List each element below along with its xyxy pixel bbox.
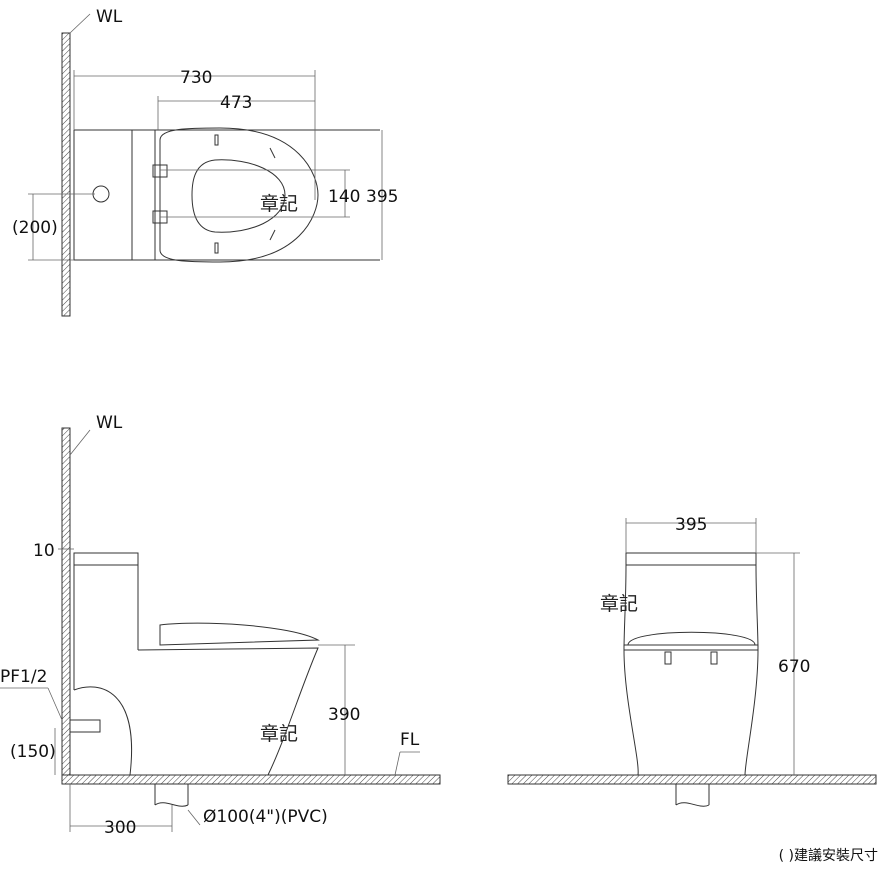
seat-outline-top	[159, 127, 319, 263]
seat-outline-front	[623, 631, 759, 651]
front-view: 395 670 章記	[507, 515, 877, 807]
tank-outline-front	[625, 552, 757, 566]
seat-opening-top	[191, 159, 286, 233]
wall-side-view	[61, 427, 71, 784]
drain-pipe-front	[675, 784, 710, 807]
drain-pipe-side	[154, 784, 189, 807]
bowl-outline-side	[73, 647, 319, 776]
tank-outline-side	[73, 552, 139, 690]
dim-inlet-height: (150)	[10, 742, 56, 762]
floor-line-label: FL	[400, 730, 420, 750]
dim-inlet-offset: (200)	[12, 218, 58, 238]
hinge-upper	[152, 164, 168, 178]
mark-top: 章記	[260, 193, 298, 215]
wall-line-label-top: WL	[96, 7, 123, 27]
dim-seat-height: 390	[328, 705, 360, 725]
wall-top-view	[61, 32, 71, 317]
water-inlet-top	[92, 185, 110, 203]
bowl-outline-front	[623, 564, 759, 776]
dim-rough-in: 300	[104, 818, 136, 838]
side-view: WL 10 PF1/2 (150) 390 FL 300	[0, 413, 441, 838]
recommended-dimensions-note: ( )建議安裝尺寸	[778, 848, 878, 864]
inlet-fitting-side	[69, 719, 101, 733]
dim-tank-gap: 10	[33, 541, 55, 561]
dim-front-height: 670	[778, 657, 810, 677]
dim-inlet-thread: PF1/2	[0, 667, 47, 687]
bolt-right-front	[710, 651, 718, 665]
dim-drain: Ø100(4")(PVC)	[203, 807, 328, 827]
dim-overall-length: 730	[180, 68, 212, 88]
dim-hinge-spacing: 140	[328, 187, 360, 207]
dim-seat-length: 473	[220, 93, 252, 113]
dim-front-width: 395	[675, 515, 707, 535]
top-view: WL 730 473 140 395	[12, 7, 398, 317]
seat-bumpers	[214, 134, 276, 254]
seat-outline-side	[159, 622, 320, 646]
floor-front-view	[507, 774, 877, 785]
mark-front: 章記	[600, 593, 638, 615]
floor-side-view	[61, 774, 441, 785]
bolt-left-front	[664, 651, 672, 665]
dim-overall-width: 395	[366, 187, 398, 207]
mark-side: 章記	[260, 723, 298, 745]
wall-line-label-side: WL	[96, 413, 123, 433]
